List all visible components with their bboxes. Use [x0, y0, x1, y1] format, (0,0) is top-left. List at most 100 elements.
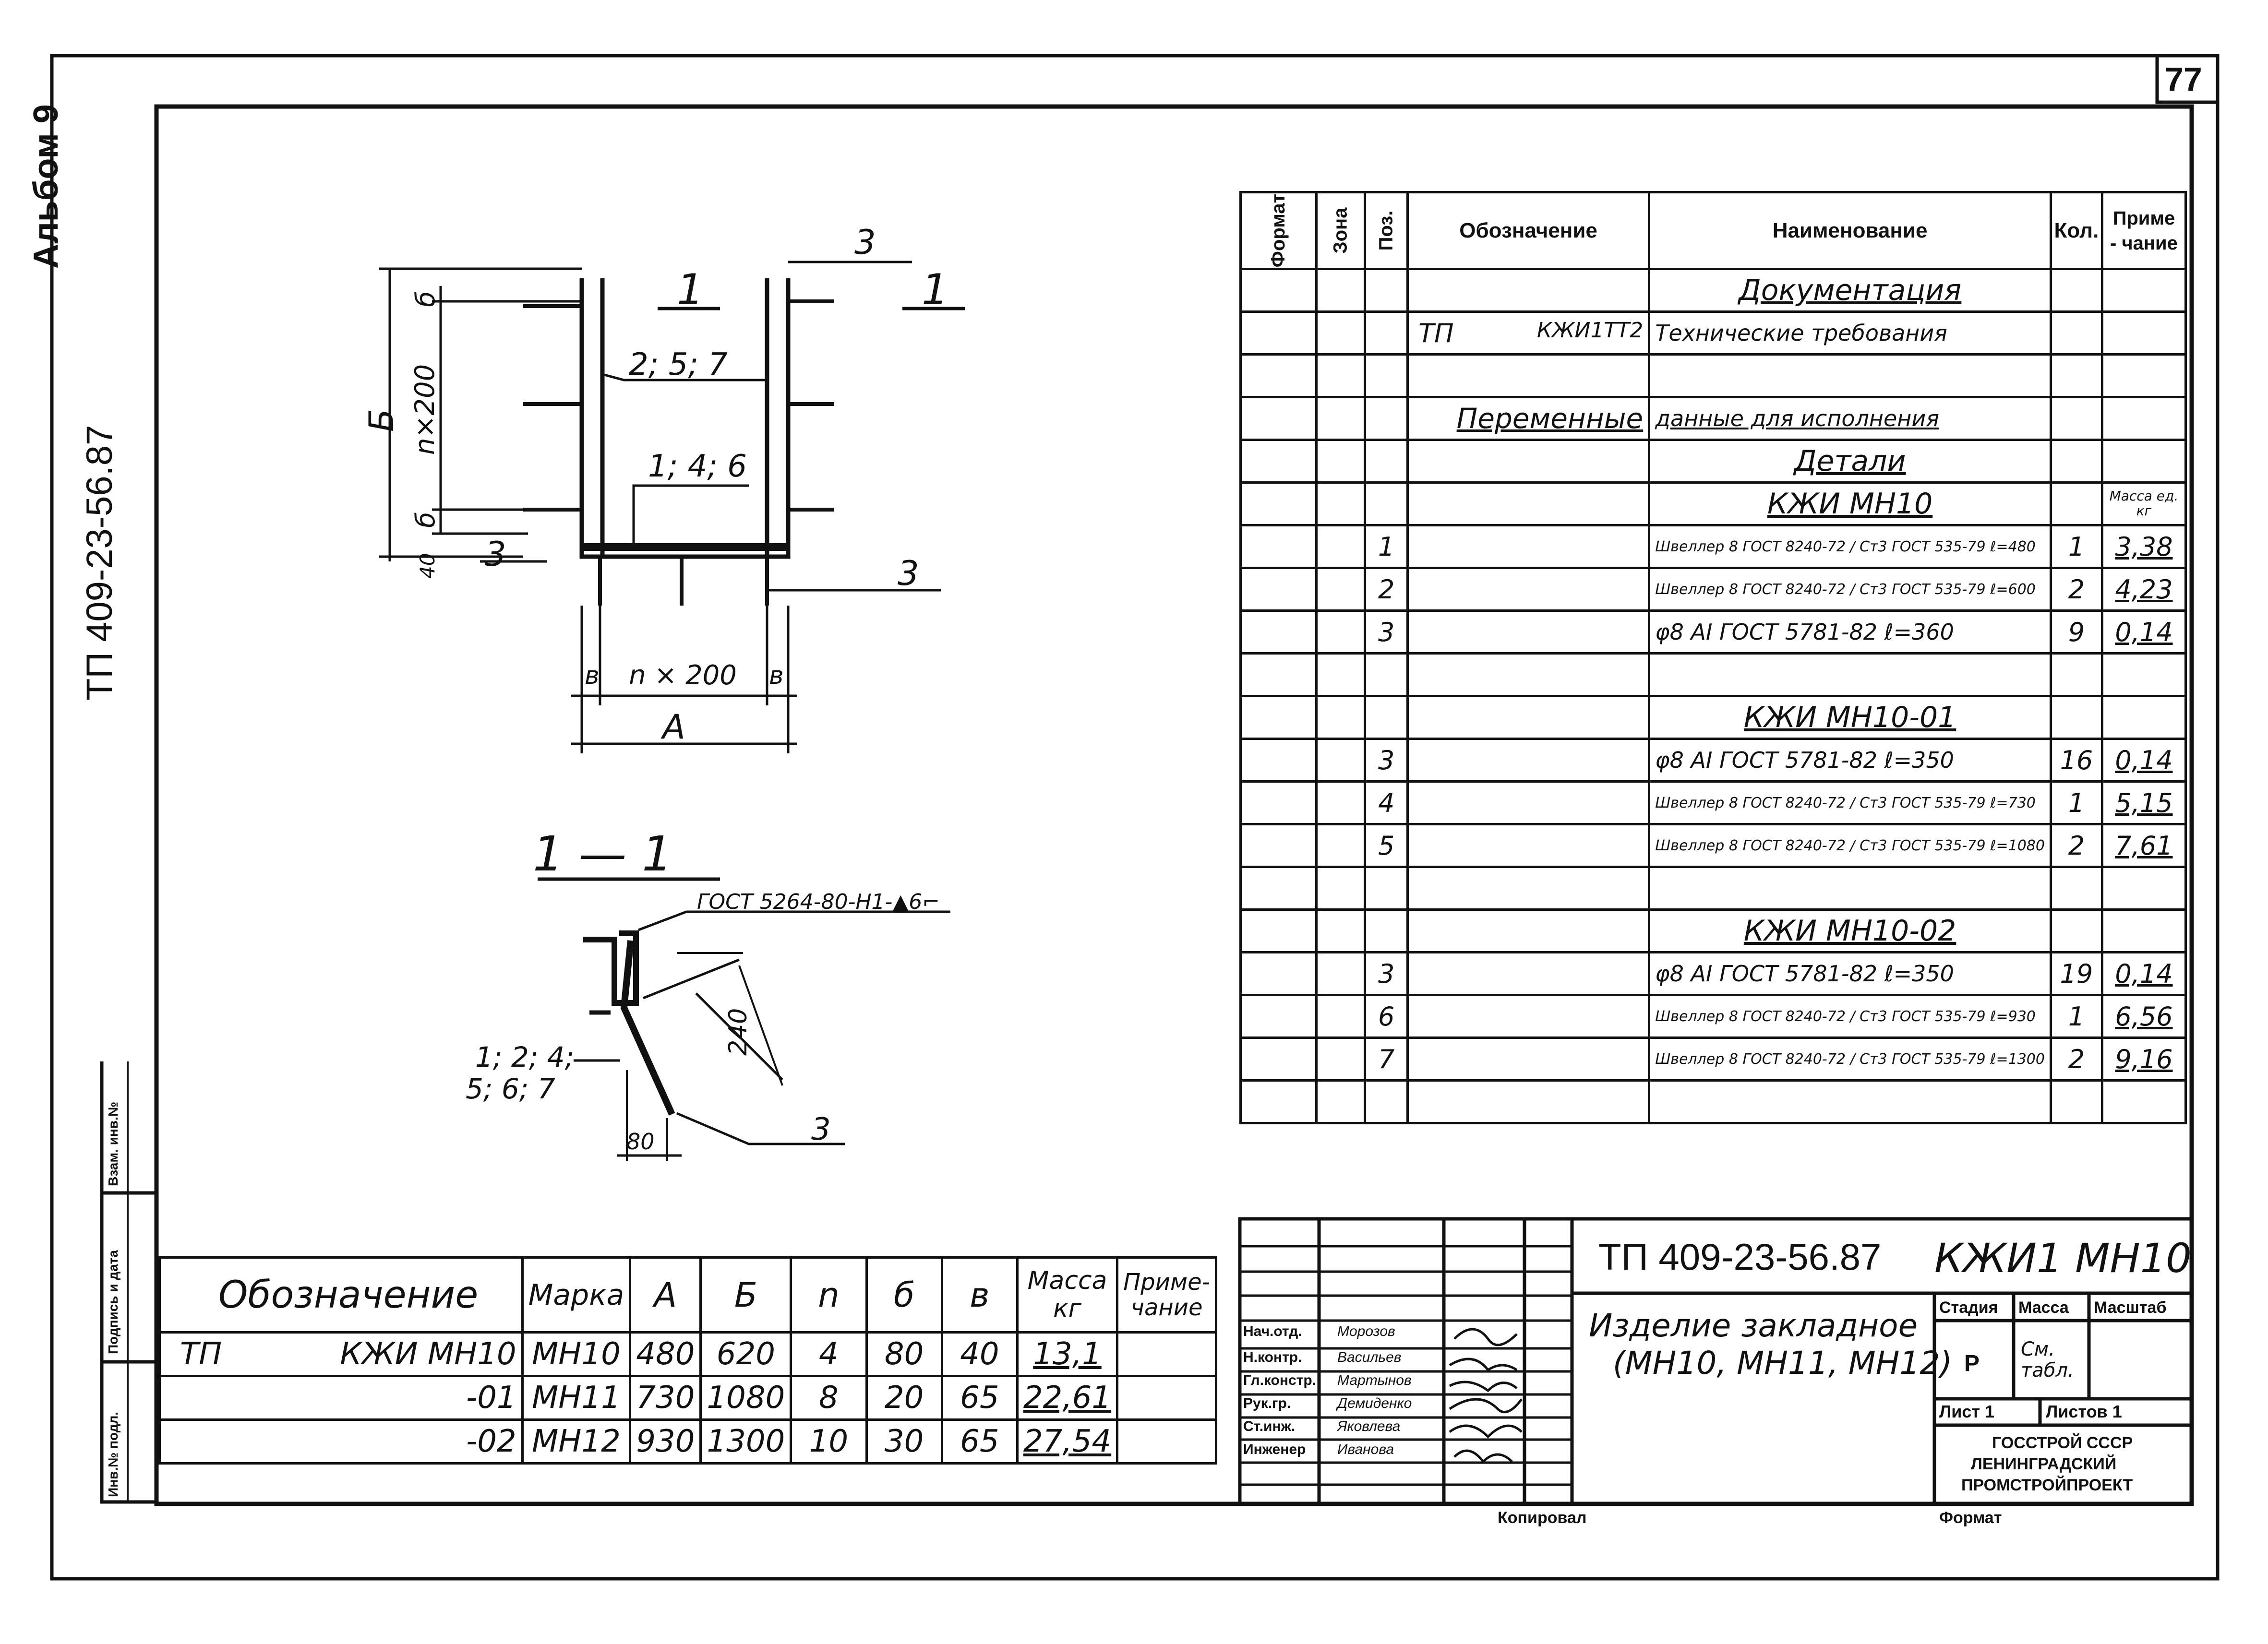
dim-40: 40 [416, 553, 439, 579]
sheet-label: Лист 1 [1939, 1402, 1995, 1421]
spec-cell-format [1239, 567, 1318, 612]
spec-cell-format [1239, 439, 1318, 484]
spec-cell-designation [1406, 1036, 1651, 1082]
spec-cell-zone [1315, 1036, 1367, 1082]
title-block-project: ТП 409-23-56.87 [1598, 1236, 1882, 1278]
dim-v-right: в [769, 661, 784, 690]
plan-view [379, 261, 965, 753]
spec-cell-qty: 2 [2049, 567, 2103, 612]
spec-cell-qty: 9 [2049, 609, 2103, 655]
spec-cell-format [1239, 481, 1318, 526]
spec-cell-pos [1364, 908, 1409, 953]
spec-cell-format [1239, 780, 1318, 825]
spec-cell-pos [1364, 866, 1409, 911]
spec-cell-note: 3,38 [2100, 524, 2187, 569]
mass-cell-b: 80 [865, 1331, 943, 1377]
spec-cell-name: Швеллер 8 ГОСТ 8240-72 / Ст3 ГОСТ 535-79… [1648, 567, 2052, 612]
footer-copied: Копировал [1498, 1509, 1587, 1527]
mass-cell-mass: 22,61 [1016, 1375, 1119, 1421]
mass-label: Масса [2018, 1299, 2069, 1317]
person-name: Демиденко [1337, 1395, 1412, 1411]
spec-cell-zone [1315, 866, 1367, 911]
spec-cell-pos: 5 [1364, 823, 1409, 868]
title-block-name-1: Изделие закладное [1589, 1307, 1918, 1344]
spec-cell-zone [1315, 396, 1367, 441]
spec-cell-designation [1406, 738, 1651, 783]
spec-cell-qty [2049, 481, 2103, 526]
mass-cell-designation: -02 [158, 1418, 524, 1465]
spec-cell-designation [1406, 951, 1651, 996]
mass-value: См. табл. [2021, 1338, 2074, 1382]
spec-cell-note [2100, 1079, 2187, 1124]
section-title: 1 — 1 [533, 826, 672, 882]
spec-cell-note [2100, 652, 2187, 697]
sheets-label: Листов 1 [2046, 1402, 2122, 1421]
mass-header-mark: Марка [521, 1256, 632, 1334]
weld-note: ГОСТ 5264-80-Н1-▲6⌐ [697, 890, 940, 914]
spec-cell-designation [1406, 908, 1651, 953]
album-label: Альбом 9 [27, 104, 65, 269]
spec-cell-note: 0,14 [2100, 738, 2187, 783]
spec-cell-zone [1315, 738, 1367, 783]
spec-cell-pos: 1 [1364, 524, 1409, 569]
mass-header-b: б [865, 1256, 943, 1334]
person-name: Иванова [1337, 1441, 1394, 1457]
spec-cell-pos [1364, 396, 1409, 441]
spec-row [1239, 866, 2187, 911]
spec-row [1239, 652, 2187, 697]
spec-cell-name: Швеллер 8 ГОСТ 8240-72 / Ст3 ГОСТ 535-79… [1648, 524, 2052, 569]
spec-cell-note: 0,14 [2100, 951, 2187, 996]
mass-cell-note [1116, 1418, 1217, 1465]
section-mark-left: 1 [677, 265, 704, 314]
dim-b-bottom: б [410, 512, 441, 528]
spec-cell-note: Масса ед. кг [2100, 481, 2187, 526]
spec-cell-qty: 2 [2049, 823, 2103, 868]
spec-header-zone: Зона [1315, 191, 1367, 270]
spec-cell-designation [1406, 1079, 1651, 1124]
spec-cell-format [1239, 908, 1318, 953]
spec-cell-pos: 3 [1364, 738, 1409, 783]
spec-cell-pos [1364, 439, 1409, 484]
spec-cell-note: 0,14 [2100, 609, 2187, 655]
spec-cell-zone [1315, 951, 1367, 996]
spec-header-note: Приме - чание [2100, 191, 2187, 270]
mass-header-A: А [629, 1256, 702, 1334]
spec-cell-note [2100, 866, 2187, 911]
dim-240: 240 [724, 1008, 753, 1056]
spec-cell-zone [1315, 567, 1367, 612]
dim-n200-vertical: n×200 [409, 364, 441, 455]
section-view [538, 877, 950, 1161]
spec-designation-code: Переменные [1456, 402, 1644, 435]
person-role: Инженер [1243, 1441, 1306, 1457]
spec-cell-note [2100, 353, 2187, 398]
spec-cell-designation [1406, 823, 1651, 868]
spec-row [1239, 353, 2187, 398]
spec-header-row: Формат Зона Поз. Обозначение Наименовани… [1239, 191, 2187, 270]
spec-cell-qty [2049, 652, 2103, 697]
spec-cell-zone [1315, 908, 1367, 953]
spec-cell-qty: 16 [2049, 738, 2103, 783]
spec-cell-zone [1315, 353, 1367, 398]
mass-cell-mark: МН10 [521, 1331, 632, 1377]
mass-cell-n: 8 [790, 1375, 868, 1421]
spec-header-name: Наименование [1648, 191, 2052, 270]
spec-cell-pos: 2 [1364, 567, 1409, 612]
spec-cell-format [1239, 994, 1318, 1039]
side-stamps-frame [100, 1061, 156, 1504]
spec-cell-designation [1406, 353, 1651, 398]
mass-cell-B: 1300 [699, 1418, 792, 1465]
spec-cell-pos [1364, 1079, 1409, 1124]
mass-cell-A: 730 [629, 1375, 702, 1421]
title-block-code: КЖИ1 МН10 [1934, 1235, 2192, 1282]
spec-cell-format [1239, 866, 1318, 911]
spec-table: Формат Зона Поз. Обозначение Наименовани… [1239, 191, 2187, 1124]
